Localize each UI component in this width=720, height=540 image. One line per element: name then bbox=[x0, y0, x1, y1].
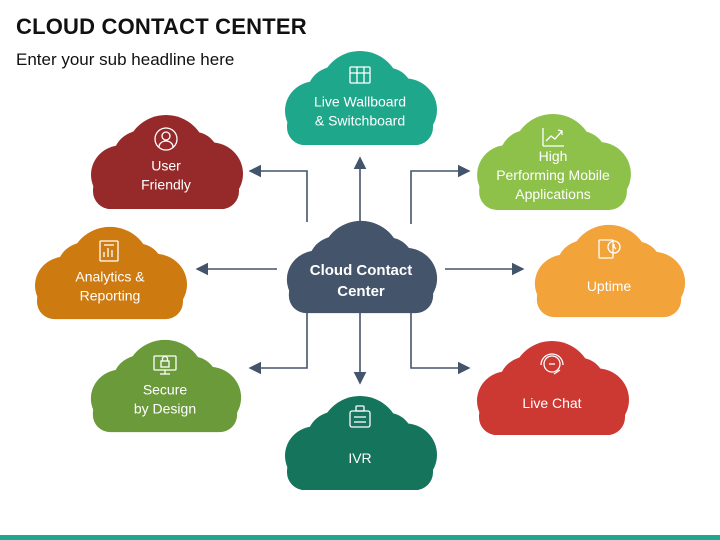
cloud-label: Analytics & bbox=[75, 269, 145, 285]
analytics-report-icon bbox=[99, 240, 119, 262]
cloud-label: Live Chat bbox=[522, 395, 581, 411]
cloud-label: Reporting bbox=[80, 288, 141, 304]
page-subtitle: Enter your sub headline here bbox=[16, 50, 235, 69]
cloud-label: Secure bbox=[143, 382, 188, 398]
cloud-label: Live Wallboard bbox=[314, 94, 406, 110]
bottom-accent-bar bbox=[0, 535, 720, 540]
cloud-label: High bbox=[539, 148, 568, 164]
cloud-label: Uptime bbox=[587, 278, 632, 294]
cloud-label: & Switchboard bbox=[315, 113, 405, 129]
arrow-to-live-chat bbox=[410, 312, 471, 375]
wallboard-icon bbox=[349, 66, 371, 84]
cloud-label: by Design bbox=[134, 401, 196, 417]
cloud-label: Applications bbox=[515, 186, 591, 202]
growth-chart-icon bbox=[542, 128, 564, 147]
cloud-label: Friendly bbox=[141, 177, 191, 193]
cloud-uptime: Uptime bbox=[534, 224, 686, 318]
headset-chat-icon bbox=[540, 353, 564, 375]
cloud-label: Performing Mobile bbox=[496, 167, 610, 183]
connectors bbox=[195, 156, 525, 385]
clouds: Live Wallboard& SwitchboardHighPerformin… bbox=[35, 50, 686, 491]
center-cloud-label: Cloud Contact bbox=[310, 262, 413, 279]
secure-computer-icon bbox=[153, 355, 177, 375]
cloud-label: IVR bbox=[348, 450, 371, 466]
arrow-to-high-performing bbox=[410, 164, 471, 224]
ivr-icon bbox=[349, 405, 371, 428]
cloud-live-wallboard: Live Wallboard & Switchboard bbox=[285, 50, 437, 146]
cloud-ivr: IVR bbox=[285, 395, 437, 491]
cloud-analytics: Analytics & Reporting bbox=[35, 226, 187, 320]
cloud-secure: Secure by Design bbox=[90, 339, 242, 433]
cloud-label: User bbox=[151, 158, 181, 174]
uptime-icon bbox=[598, 239, 621, 259]
page-title: CLOUD CONTACT CENTER bbox=[16, 14, 307, 39]
arrow-to-user-friendly bbox=[248, 164, 308, 222]
center-cloud-label: Center bbox=[337, 283, 385, 300]
user-icon bbox=[154, 127, 178, 151]
arrow-to-secure bbox=[248, 312, 308, 375]
cloud-live-chat: Live Chat bbox=[477, 340, 629, 436]
